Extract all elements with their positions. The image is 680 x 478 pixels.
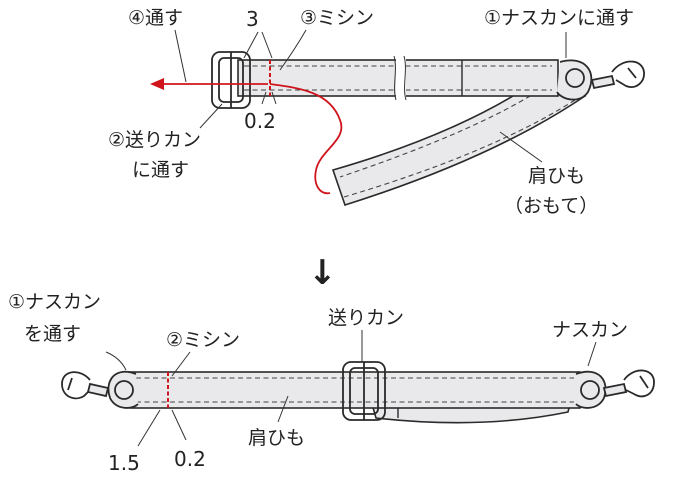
bottom-leader-step2	[171, 351, 191, 377]
bottom-dim-02: 0.2	[174, 447, 206, 471]
transition-arrow: ↓	[308, 253, 337, 293]
top-leader-step3	[279, 29, 307, 71]
top-strap-curved-stitch-2	[343, 99, 576, 198]
bottom-dim-15: 1.5	[108, 451, 140, 475]
top-strap-label-line2: （おもて）	[504, 195, 598, 217]
top-strap-break-gap	[396, 56, 406, 100]
top-illustration: ④通す 3 ③ミシン ①ナスカンに通す 0.2 ②送りカン に通す 肩ひも （お…	[108, 7, 645, 217]
top-step1-label: ①ナスカンに通す	[484, 7, 634, 29]
top-leader-strap	[499, 131, 543, 163]
top-step2-label-line1: ②送りカン	[108, 129, 201, 151]
bottom-illustration: ①ナスカン を通す ②ミシン 送りカン ナスカン 肩ひも 1.5 0.2	[8, 291, 655, 475]
top-step3-label: ③ミシン	[300, 7, 374, 29]
top-strap-curved	[331, 71, 587, 206]
top-leader-step4	[174, 29, 187, 83]
bottom-leader-step1	[105, 351, 127, 371]
top-leader-02	[261, 91, 277, 105]
top-red-arrow-head	[150, 78, 164, 90]
bottom-strap-label: 肩ひも	[248, 427, 305, 449]
bottom-step2-label: ②ミシン	[166, 329, 240, 351]
bottom-hook-label: ナスカン	[552, 319, 628, 341]
bottom-step1-label-line2: を通す	[24, 323, 81, 345]
bottom-step1-label-line1: ①ナスカン	[8, 291, 101, 313]
top-dim-02: 0.2	[244, 109, 276, 133]
bottom-left-snap-hook	[61, 370, 139, 409]
bottom-strap-main	[129, 371, 581, 409]
bottom-right-snap-hook	[575, 369, 655, 409]
bottom-leader-15	[137, 409, 161, 447]
bottom-slider-label: 送りカン	[328, 307, 404, 329]
bottom-leader-strap	[277, 395, 289, 423]
top-strap-label-line1: 肩ひも	[528, 165, 585, 187]
top-strap-break-mark	[393, 55, 407, 101]
top-snap-hook	[556, 59, 645, 101]
bottom-leader-hook	[587, 341, 597, 367]
top-leader-step2	[199, 103, 223, 129]
top-step2-label-line2: に通す	[132, 159, 189, 181]
top-leader-3a	[243, 31, 259, 59]
top-leader-3b	[261, 31, 273, 59]
top-dim-3: 3	[246, 7, 259, 31]
top-red-thread	[269, 83, 343, 195]
top-step4-label: ④通す	[128, 7, 183, 29]
bottom-leader-02	[171, 409, 187, 441]
